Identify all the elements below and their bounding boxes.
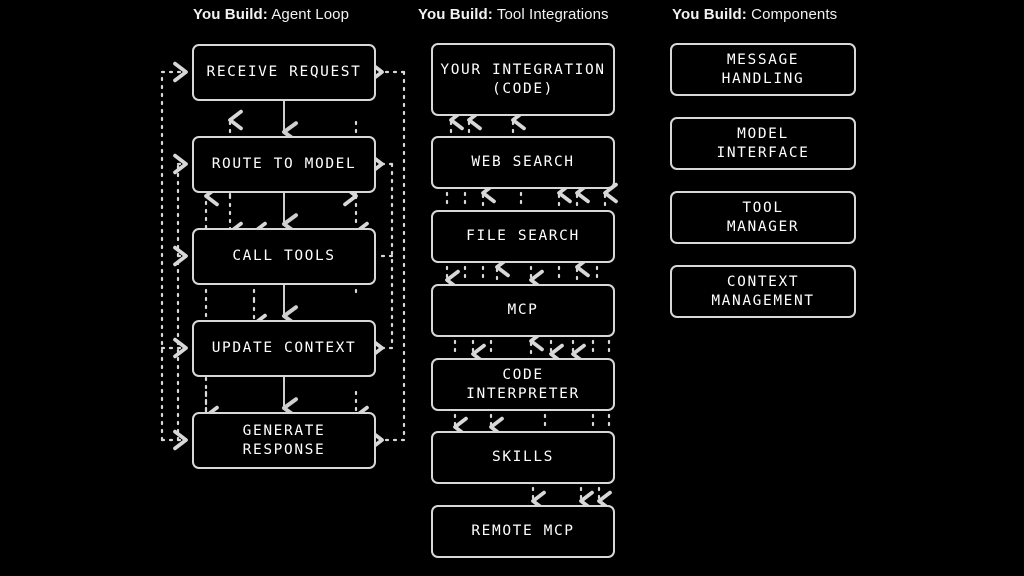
node-call-tools[interactable]: CALL TOOLS bbox=[192, 228, 376, 285]
column-title-tool-integrations: You Build: Tool Integrations bbox=[418, 6, 609, 23]
node-remote-mcp[interactable]: REMOTE MCP bbox=[431, 505, 615, 558]
column-title-lead: You Build: bbox=[672, 6, 747, 23]
node-web-search[interactable]: WEB SEARCH bbox=[431, 136, 615, 189]
column-title-rest: Tool Integrations bbox=[492, 6, 609, 23]
node-update-context[interactable]: UPDATE CONTEXT bbox=[192, 320, 376, 377]
node-label: RECEIVE REQUEST bbox=[206, 64, 362, 80]
column-title-agent-loop: You Build: Agent Loop bbox=[193, 6, 349, 23]
node-skills[interactable]: SKILLS bbox=[431, 431, 615, 484]
node-label: FILE SEARCH bbox=[466, 228, 580, 244]
node-label: SKILLS bbox=[492, 449, 554, 465]
node-label: CALL TOOLS bbox=[232, 248, 336, 264]
node-label: WEB SEARCH bbox=[471, 154, 575, 170]
column-title-components: You Build: Components bbox=[672, 6, 837, 23]
node-label: REMOTE MCP bbox=[471, 523, 575, 539]
node-label: ROUTE TO MODEL bbox=[211, 156, 357, 172]
node-receive-request[interactable]: RECEIVE REQUEST bbox=[192, 44, 376, 101]
node-label: YOUR INTEGRATION(CODE) bbox=[440, 61, 606, 97]
node-label: MCP bbox=[507, 302, 539, 318]
column-title-lead: You Build: bbox=[418, 6, 493, 23]
column-title-rest: Agent Loop bbox=[267, 6, 350, 23]
node-your-integration[interactable]: YOUR INTEGRATION(CODE) bbox=[431, 43, 615, 116]
node-mcp[interactable]: MCP bbox=[431, 284, 615, 337]
column-title-lead: You Build: bbox=[193, 6, 268, 23]
node-file-search[interactable]: FILE SEARCH bbox=[431, 210, 615, 263]
column-title-rest: Components bbox=[746, 6, 838, 23]
node-label: UPDATE CONTEXT bbox=[211, 340, 357, 356]
node-route-to-model[interactable]: ROUTE TO MODEL bbox=[192, 136, 376, 193]
